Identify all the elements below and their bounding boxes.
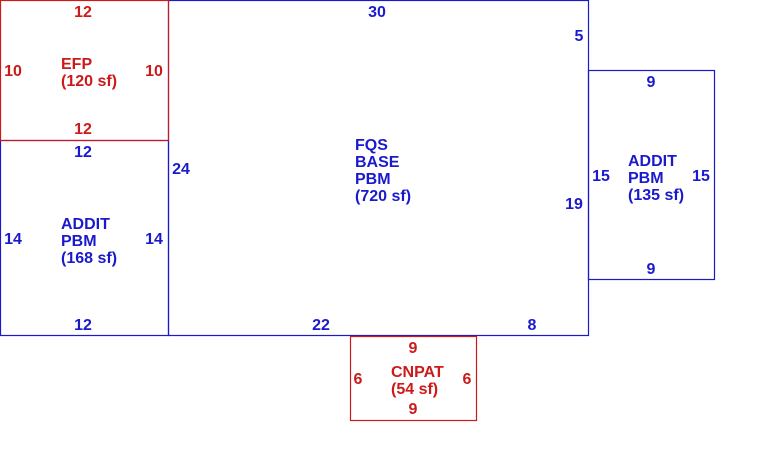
base-area: (720 sf) [355,188,411,205]
addit-right-dim-bottom: 9 [647,261,656,278]
base-dim-right-lower: 19 [565,196,583,213]
cnpat-label: CNPAT [391,364,444,381]
base-dim-top: 30 [368,4,386,21]
base-dim-bottom-left: 22 [312,317,330,334]
cnpat-outline [349,335,478,422]
addit-right-dim-top: 9 [647,74,656,91]
efp-dim-bottom: 12 [74,121,92,138]
cnpat-area: (54 sf) [391,381,438,398]
addit-left-area: (168 sf) [61,250,117,267]
addit-left-dim-right: 14 [145,231,163,248]
efp-area: (120 sf) [61,73,117,90]
addit-right-dim-right: 15 [692,168,710,185]
base-label-2: BASE [355,154,400,171]
addit-left-dim-top: 12 [74,144,92,161]
cnpat-dim-bottom: 9 [409,401,418,418]
cnpat-dim-left: 6 [354,371,363,388]
base-label-1: FQS [355,137,388,154]
addit-left-label-1: ADDIT [61,216,110,233]
addit-right-label-2: PBM [628,170,664,187]
addit-right-area: (135 sf) [628,187,684,204]
base-dim-left: 24 [172,161,190,178]
efp-dim-right: 10 [145,63,163,80]
addit-right-dim-left: 15 [592,168,610,185]
addit-left-dim-left: 14 [4,231,22,248]
efp-dim-left: 10 [4,63,22,80]
base-label-3: PBM [355,171,391,188]
base-dim-bottom-right: 8 [528,317,537,334]
addit-left-label-2: PBM [61,233,97,250]
efp-dim-top: 12 [74,4,92,21]
cnpat-dim-right: 6 [463,371,472,388]
efp-outline [0,0,170,142]
efp-label: EFP [61,56,92,73]
addit-right-outline [587,69,716,281]
addit-right-label-1: ADDIT [628,153,677,170]
cnpat-dim-top: 9 [409,340,418,357]
base-dim-right-upper: 5 [575,28,584,45]
addit-left-dim-bottom: 12 [74,317,92,334]
